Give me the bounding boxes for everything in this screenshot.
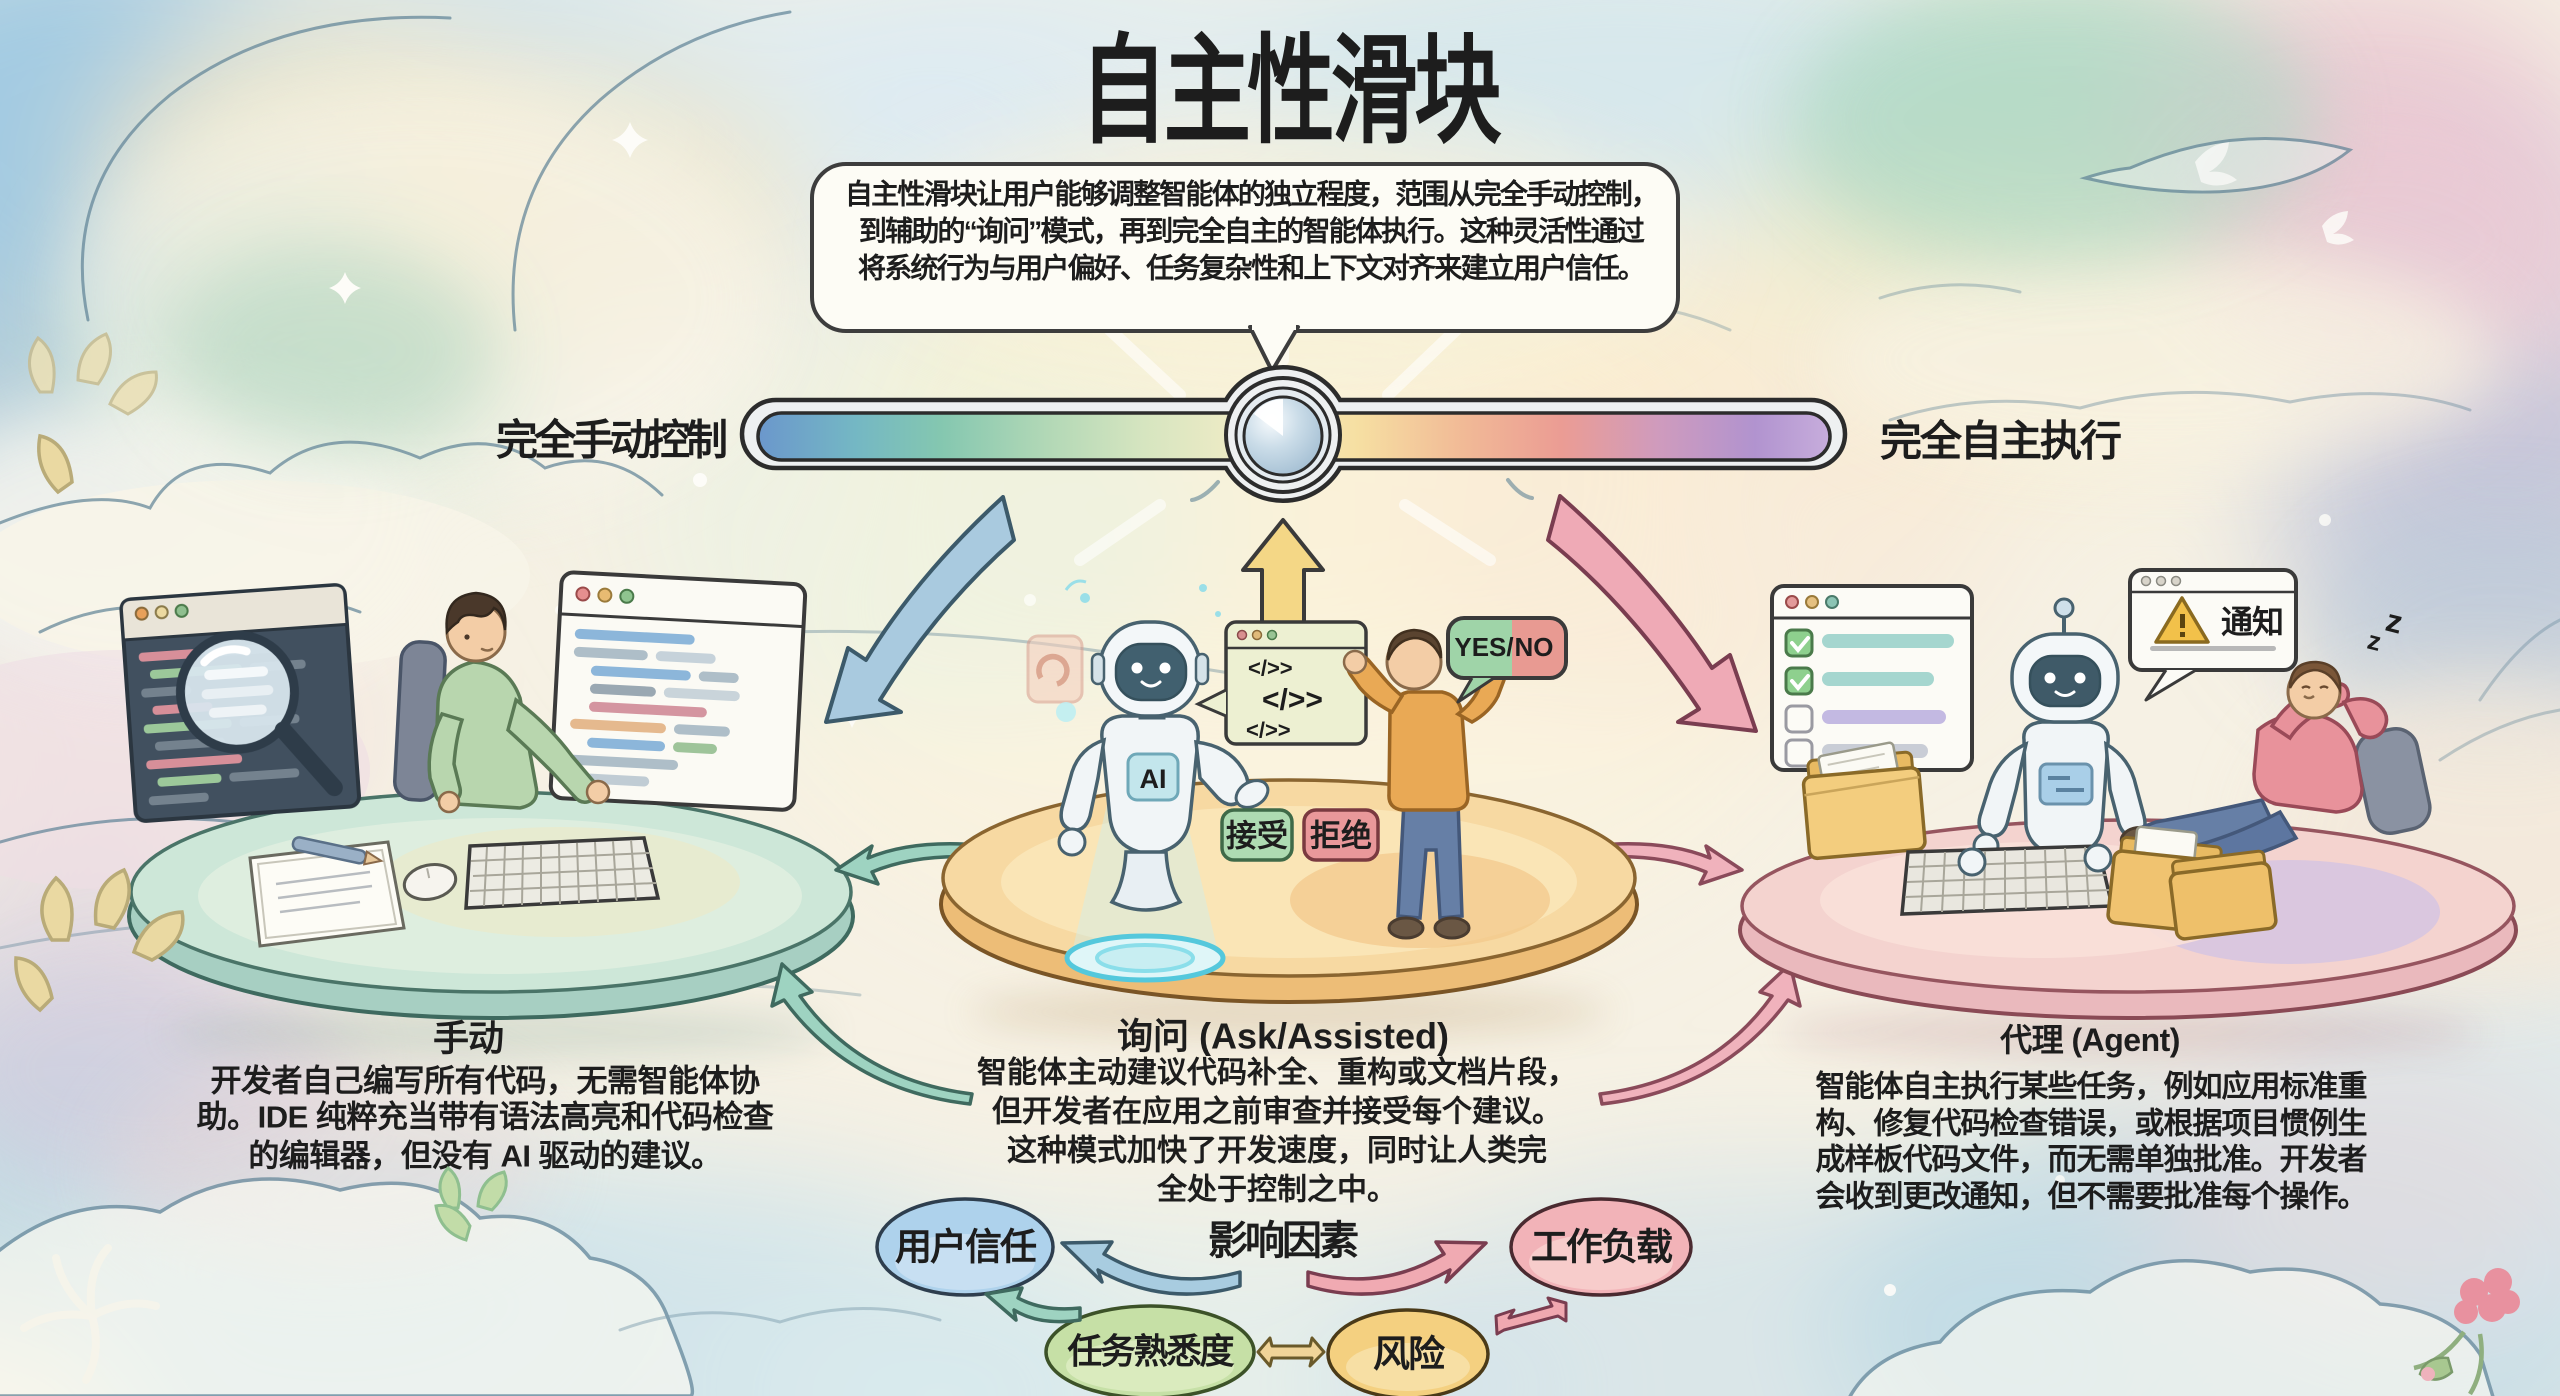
svg-text:自主性滑块: 自主性滑块 xyxy=(1080,25,1502,157)
svg-text:构、修复代码检查错误，或根据项目惯例生: 构、修复代码检查错误，或根据项目惯例生 xyxy=(1816,1107,2367,1141)
svg-text:成样板代码文件，而无需单独批准。开发者: 成样板代码文件，而无需单独批准。开发者 xyxy=(1816,1143,2367,1177)
svg-text:</>>: </>> xyxy=(1246,718,1291,743)
svg-text:询问 (Ask/Assisted): 询问 (Ask/Assisted) xyxy=(1117,1016,1449,1057)
svg-text:智能体主动建议代码补全、重构或文档片段，: 智能体主动建议代码补全、重构或文档片段， xyxy=(977,1056,1577,1090)
svg-text:NO: NO xyxy=(1515,632,1554,662)
svg-text:YES/: YES/ xyxy=(1454,632,1513,662)
svg-text:开发者自己编写所有代码，无需智能体协: 开发者自己编写所有代码，无需智能体协 xyxy=(211,1064,760,1099)
svg-text:工作负载: 工作负载 xyxy=(1531,1227,1673,1268)
svg-text:风险: 风险 xyxy=(1373,1334,1446,1375)
svg-text:代理 (Agent): 代理 (Agent) xyxy=(1999,1022,2180,1058)
svg-text:自主性滑块让用户能够调整智能体的独立程度，范围从完全手动控制: 自主性滑块让用户能够调整智能体的独立程度，范围从完全手动控制， xyxy=(845,178,1657,210)
svg-text:智能体自主执行某些任务，例如应用标准重: 智能体自主执行某些任务，例如应用标准重 xyxy=(1816,1070,2367,1104)
svg-text:任务熟悉度: 任务熟悉度 xyxy=(1067,1333,1234,1372)
svg-text:AI: AI xyxy=(1140,764,1167,794)
svg-text:通知: 通知 xyxy=(2221,604,2283,640)
svg-text:到辅助的“询问”模式，再到完全自主的智能体执行。这种灵活性通: 到辅助的“询问”模式，再到完全自主的智能体执行。这种灵活性通过 xyxy=(859,215,1645,247)
svg-text:接受: 接受 xyxy=(1226,819,1288,854)
svg-text:的编辑器，但没有 AI 驱动的建议。: 的编辑器，但没有 AI 驱动的建议。 xyxy=(248,1139,721,1174)
svg-text:助。IDE 纯粹充当带有语法高亮和代码检查: 助。IDE 纯粹充当带有语法高亮和代码检查 xyxy=(197,1100,774,1135)
svg-text:影响因素: 影响因素 xyxy=(1208,1219,1358,1263)
svg-text:将系统行为与用户偏好、任务复杂性和上下文对齐来建立用户信任。: 将系统行为与用户偏好、任务复杂性和上下文对齐来建立用户信任。 xyxy=(858,252,1644,284)
svg-text:但开发者在应用之前审查并接受每个建议。: 但开发者在应用之前审查并接受每个建议。 xyxy=(992,1095,1562,1129)
svg-text:这种模式加快了开发速度，同时让人类完: 这种模式加快了开发速度，同时让人类完 xyxy=(1007,1134,1547,1168)
svg-text:</>>: </>> xyxy=(1248,656,1293,681)
svg-text:会收到更改通知，但不需要批准每个操作。: 会收到更改通知，但不需要批准每个操作。 xyxy=(1816,1180,2367,1214)
svg-text:完全手动控制: 完全手动控制 xyxy=(496,417,726,464)
svg-text:用户信任: 用户信任 xyxy=(895,1227,1037,1268)
svg-text:完全自主执行: 完全自主执行 xyxy=(1880,418,2121,465)
svg-text:全处于控制之中。: 全处于控制之中。 xyxy=(1156,1173,1397,1207)
svg-text:</>>: </>> xyxy=(1262,684,1323,717)
svg-text:手动: 手动 xyxy=(433,1018,503,1059)
svg-text:拒绝: 拒绝 xyxy=(1310,819,1372,854)
